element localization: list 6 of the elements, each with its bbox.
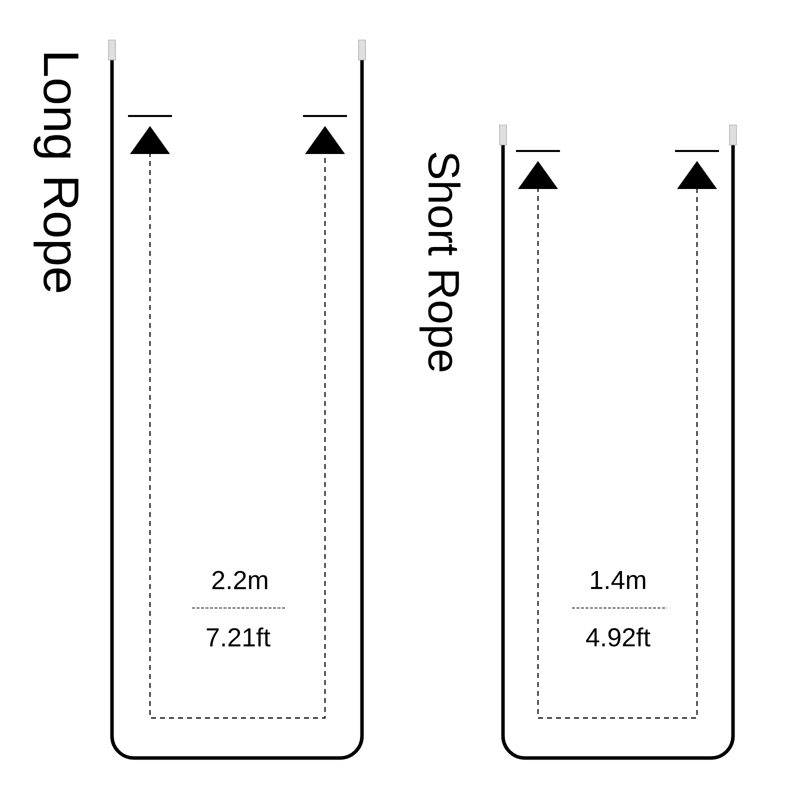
measurement-label: 2.2m (212, 570, 268, 590)
measurement-label: 4.92ft (586, 627, 650, 647)
rope-label: Long Rope (34, 54, 78, 292)
rope-label: Short Rope (420, 152, 461, 372)
measurement-label: 7.21ft (206, 628, 270, 647)
measurement-label: 1.4m (591, 571, 646, 589)
